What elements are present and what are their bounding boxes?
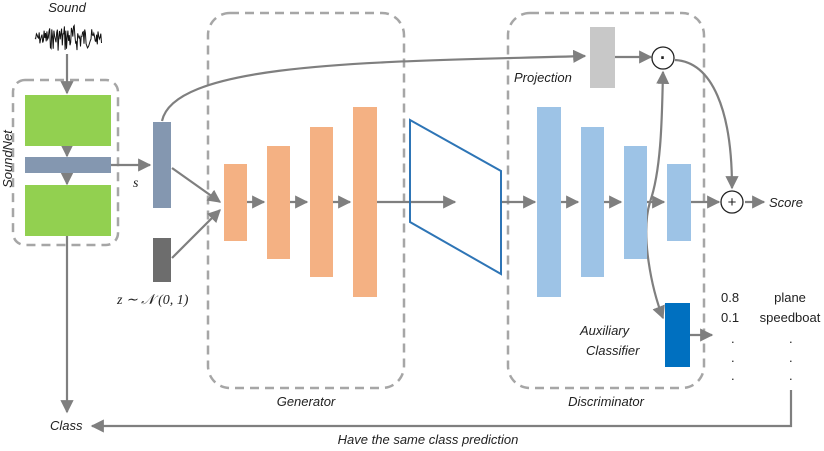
ellipsis-dot: .	[731, 331, 735, 346]
generator-layer-1	[224, 164, 247, 241]
predictions-to-class-arrow	[90, 390, 793, 433]
z-to-generator-arrow	[171, 209, 221, 259]
discriminator-layer-3	[624, 146, 647, 259]
auxiliary-classifier-block	[665, 303, 690, 367]
s-label: s	[133, 176, 139, 191]
projection-label: Projection	[514, 70, 572, 85]
class-label: Class	[50, 418, 83, 433]
s-to-generator-arrow	[171, 167, 222, 203]
sum-symbol: +	[728, 194, 737, 211]
score-label: Score	[769, 195, 803, 210]
generator-layer-2	[267, 146, 290, 259]
prediction-prob-2: 0.1	[721, 310, 739, 325]
soundnet-block-middle	[25, 157, 111, 173]
dot-product-symbol: ·	[660, 48, 666, 68]
ellipsis-dot: .	[731, 350, 735, 365]
prediction-label-2: speedboat	[760, 310, 821, 325]
dot-to-plus-curve	[674, 58, 739, 190]
ellipsis-dot: .	[731, 368, 735, 383]
sum-operator	[720, 190, 744, 214]
caption-label: Have the same class prediction	[338, 432, 519, 447]
prediction-label-1: plane	[774, 290, 806, 305]
soundnet-box	[11, 78, 120, 247]
discriminator-layer-4	[667, 164, 691, 241]
ellipsis-dot: .	[789, 350, 793, 365]
s-to-projection-curve	[160, 49, 587, 122]
sound-label: Sound	[48, 0, 86, 15]
generator-layer-3	[310, 127, 333, 277]
soundnet-block-top	[25, 95, 111, 146]
z-label: z ∼ 𝒩 (0, 1)	[116, 293, 189, 308]
disc-to-aux-curve	[645, 201, 665, 320]
soundnet-block-bottom	[25, 185, 111, 236]
discriminator-layer-2	[581, 127, 604, 277]
discriminator-box	[506, 11, 706, 390]
ellipsis-dot: .	[789, 368, 793, 383]
noise-vector-bar	[153, 238, 171, 282]
ellipsis-dot: .	[789, 331, 793, 346]
generator-label: Generator	[277, 394, 336, 409]
disc-to-dot-curve	[648, 70, 670, 203]
prediction-ellipsis: . . . . . .	[731, 331, 793, 383]
classifier-label: Classifier	[586, 343, 640, 358]
soundnet-label: SoundNet	[0, 129, 15, 188]
projection-block	[590, 27, 615, 88]
auxiliary-label: Auxiliary	[579, 323, 631, 338]
dot-product-operator	[651, 46, 675, 70]
discriminator-label: Discriminator	[568, 394, 645, 409]
sound-embedding-bar	[153, 122, 171, 208]
generated-image-trapezoid	[409, 118, 502, 276]
generator-layer-4	[353, 107, 377, 297]
prediction-prob-1: 0.8	[721, 290, 739, 305]
discriminator-layer-1	[537, 107, 561, 297]
sound-waveform	[34, 24, 102, 51]
